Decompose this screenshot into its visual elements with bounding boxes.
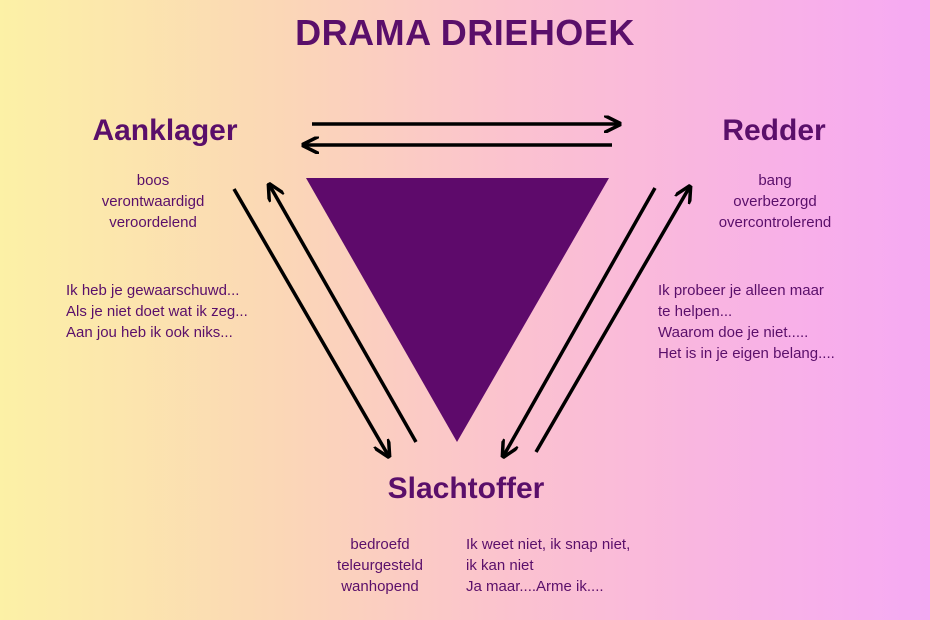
phrase-item: Ik heb je gewaarschuwd... (66, 282, 240, 299)
phrase-item: Ja maar....Arme ik.... (466, 578, 604, 595)
aanklager-feelings: boos verontwaardigd veroordelend (68, 170, 238, 233)
arrow-aanklager-to-slachtoffer (232, 188, 388, 455)
feeling-item: veroordelend (109, 214, 197, 231)
arrow-slachtoffer-to-aanklager (270, 186, 418, 443)
feeling-item: wanhopend (341, 578, 419, 595)
arrow-redder-to-slachtoffer (504, 187, 657, 455)
slachtoffer-phrases: Ik weet niet, ik snap niet, ik kan niet … (466, 534, 630, 597)
central-triangle (306, 178, 609, 442)
phrase-item: Waarom doe je niet..... (658, 324, 809, 341)
redder-feelings: bang overbezorgd overcontrolerend (690, 170, 860, 233)
feeling-item: bedroefd (350, 536, 410, 553)
feeling-item: overbezorgd (733, 193, 817, 210)
phrase-item: ik kan niet (466, 557, 534, 574)
phrase-item: Ik probeer je alleen maar (658, 282, 824, 299)
phrase-item: te helpen... (658, 303, 733, 320)
arrow-slachtoffer-to-redder (534, 188, 689, 453)
role-aanklager-label: Aanklager (92, 114, 238, 147)
role-redder-label: Redder (722, 114, 826, 147)
slachtoffer-feelings: bedroefd teleurgesteld wanhopend (310, 534, 450, 597)
feeling-item: boos (136, 172, 170, 189)
diagram-title: DRAMA DRIEHOEK (295, 12, 635, 53)
phrase-item: Het is in je eigen belang.... (658, 345, 835, 362)
phrase-item: Aan jou heb ik ook niks... (66, 324, 233, 341)
feeling-item: teleurgesteld (337, 557, 423, 574)
feeling-item: bang (758, 172, 792, 189)
aanklager-phrases: Ik heb je gewaarschuwd... Als je niet do… (66, 280, 248, 343)
redder-phrases: Ik probeer je alleen maar te helpen... W… (658, 280, 835, 364)
feeling-item: overcontrolerend (718, 214, 832, 231)
phrase-item: Als je niet doet wat ik zeg... (66, 303, 248, 320)
role-slachtoffer-label: Slachtoffer (387, 472, 545, 505)
phrase-item: Ik weet niet, ik snap niet, (466, 536, 631, 553)
feeling-item: verontwaardigd (101, 193, 205, 210)
